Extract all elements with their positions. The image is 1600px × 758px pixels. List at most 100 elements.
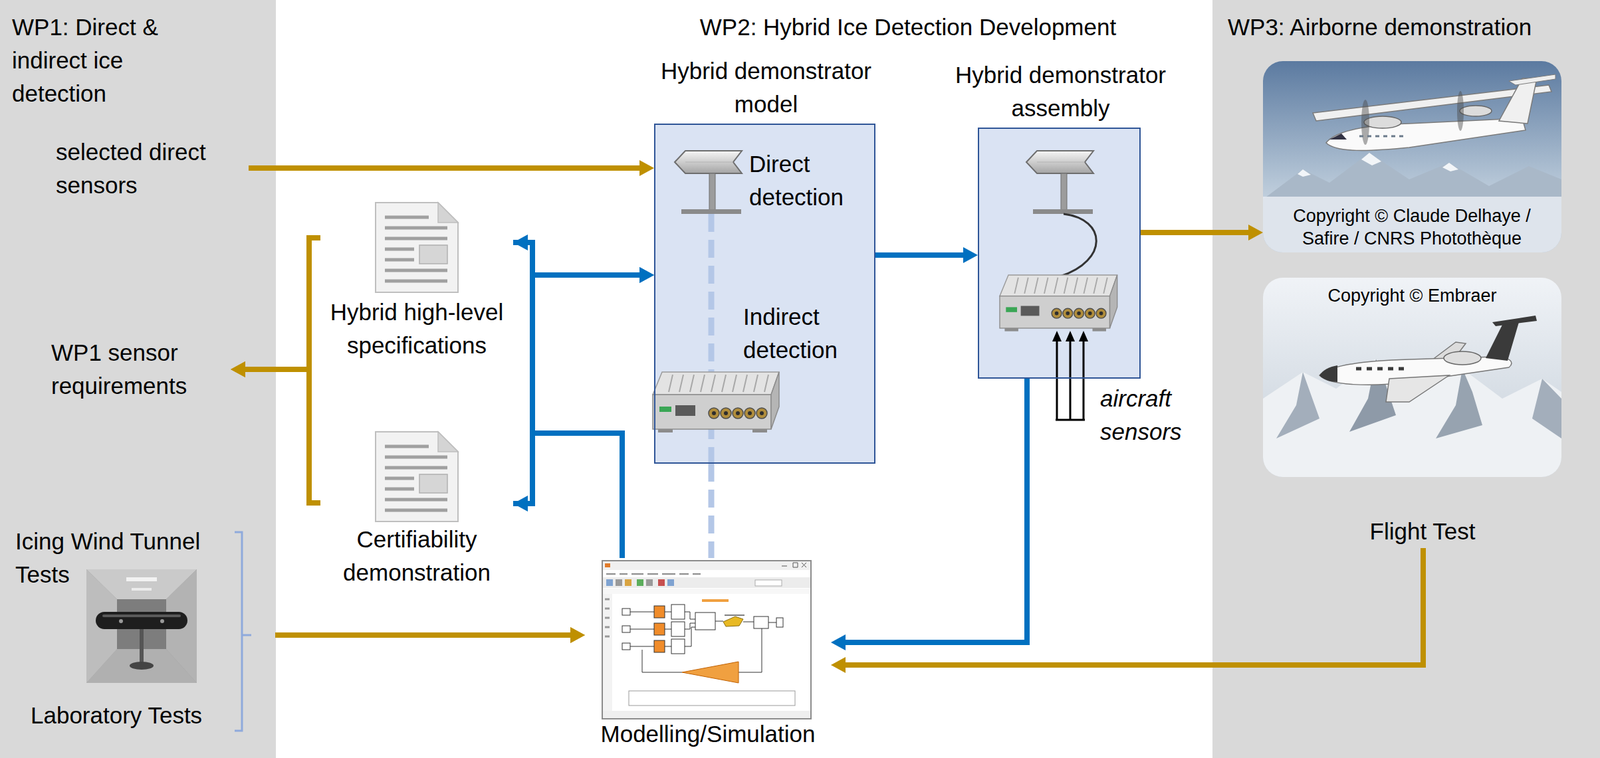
simulation-screenshot: [622, 643, 631, 651]
bracket-ground: [234, 532, 276, 732]
simulation-screenshot: [602, 577, 811, 589]
simulation-screenshot: [776, 618, 784, 628]
simulation-screenshot: [602, 561, 811, 571]
wind-tunnel-photo: [139, 629, 144, 665]
work-package-panel: Copyright © Claude Delhaye / Safire / CN…: [1212, 0, 1600, 758]
simulation-caption: Modelling/Simulation: [584, 720, 831, 749]
aircraft-photo: [1262, 277, 1562, 478]
simulation-screenshot: [671, 639, 685, 655]
panel-ground: [0, 0, 276, 758]
simulation-screenshot: [753, 616, 769, 629]
simulation-item: Modelling/Simulation: [584, 558, 831, 749]
wind-tunnel-photo: [129, 662, 154, 671]
wind-tunnel-photo: [126, 577, 157, 582]
copyright-note: Copyright © Embraer: [1262, 284, 1562, 308]
simulation-screenshot: [667, 579, 675, 587]
simulation-screenshot: [602, 594, 613, 712]
aircraft-photo: [1262, 61, 1562, 253]
simulation-screenshot: [602, 561, 811, 720]
simulation-screenshot: [724, 614, 745, 617]
panel-ground: [1212, 0, 1600, 758]
simulation-screenshot: [628, 691, 796, 706]
simulation-screenshot: [654, 606, 665, 619]
aircraft-sensor-arrows: [1065, 331, 1075, 342]
connector-group: [234, 168, 1424, 732]
aircraft-photo: [1498, 78, 1537, 124]
test-item: Icing Wind Tunnel Tests: [15, 525, 235, 592]
simulation-screenshot: [695, 612, 716, 631]
simulation-screenshot: [604, 599, 610, 637]
document-caption: Certifiability demonstration: [320, 523, 514, 590]
aircraft-photo: [1359, 135, 1406, 138]
item-label: WP1 sensor requirements: [51, 336, 231, 403]
wind-tunnel-photo: [86, 569, 197, 684]
aircraft-photo: [1492, 315, 1537, 327]
item-label: selected direct sensors: [55, 135, 249, 203]
aircraft-sensor-arrows: [1052, 331, 1089, 421]
aircraft-photo: [1508, 74, 1556, 86]
photo-frame: Copyright © Claude Delhaye / Safire / CN…: [1262, 61, 1562, 253]
wind-tunnel-photo: [86, 569, 197, 684]
simulation-screenshot: [654, 623, 665, 636]
aircraft-photo: [1361, 99, 1370, 145]
aircraft-photo: [1356, 367, 1410, 371]
simulation-screenshot: [630, 612, 777, 673]
simulation-screenshot: [755, 580, 782, 587]
arrow-connector: [243, 237, 321, 370]
simulation-screenshot: [654, 640, 665, 653]
simulation-screenshot: [606, 579, 613, 587]
simulation-screenshot: [624, 579, 632, 587]
simulation-screenshot: [602, 588, 811, 595]
control-unit-icon: [652, 372, 780, 433]
simulation-screenshot: [671, 622, 685, 637]
simulation-screenshot: [602, 711, 811, 719]
box-heading: Hybrid demonstrator assembly: [929, 58, 1192, 125]
bracket: [234, 532, 252, 732]
flight-test-item: Flight Test: [1356, 515, 1489, 549]
wind-tunnel-photo: [131, 588, 152, 591]
arrow-connector: [1140, 229, 1250, 236]
aircraft-photo: [1485, 322, 1519, 361]
detection-label: Indirect detection: [743, 300, 873, 367]
control-unit-icon: [999, 275, 1118, 332]
section-heading: WP2: Hybrid Ice Detection Development: [635, 10, 1181, 44]
detection-label: Direct detection: [749, 147, 873, 215]
simulation-screenshot: [622, 626, 631, 633]
aircraft-photo: [1319, 315, 1537, 403]
demonstrator-box: Hybrid demonstrator assembly: [977, 127, 1141, 379]
aircraft-photo: [1361, 152, 1382, 166]
document-icon: [375, 432, 458, 522]
item-label: Flight Test: [1356, 515, 1489, 549]
aircraft-photo: [1385, 375, 1450, 403]
dashed-connector: [708, 463, 715, 559]
aircraft-photo: [1457, 91, 1464, 131]
copyright-note: Copyright © Claude Delhaye / Safire / CN…: [1278, 204, 1545, 250]
simulation-screenshot: [604, 563, 611, 568]
arrow-connector: [248, 165, 641, 171]
item-label: Laboratory Tests: [30, 699, 235, 733]
sensor-label: aircraft sensors: [1100, 382, 1207, 449]
aircraft-photo: [1459, 105, 1492, 117]
aircraft-photo: [1319, 365, 1338, 383]
simulation-screenshot: [701, 599, 729, 603]
aircraft-photo: [1297, 169, 1311, 177]
wind-tunnel-photo: [118, 619, 123, 624]
simulation-screenshot: [646, 579, 653, 587]
arrow-connector: [844, 378, 1028, 643]
arrow-connector: [526, 242, 623, 559]
simulation-screenshot: [602, 561, 811, 720]
simulation-screenshot: [615, 579, 623, 587]
simulation-screenshot: [622, 608, 631, 616]
output-item: WP1 sensor requirements: [51, 336, 231, 403]
simulation-screenshot: [671, 604, 685, 620]
wind-tunnel-photo: [95, 612, 188, 630]
aircraft-photo: [1532, 378, 1562, 439]
document-icon: [375, 202, 458, 293]
section-heading-holder: WP2: Hybrid Ice Detection Development: [635, 10, 1181, 44]
sensor-cable: [1060, 214, 1097, 277]
aircraft-photo: [1442, 162, 1459, 172]
